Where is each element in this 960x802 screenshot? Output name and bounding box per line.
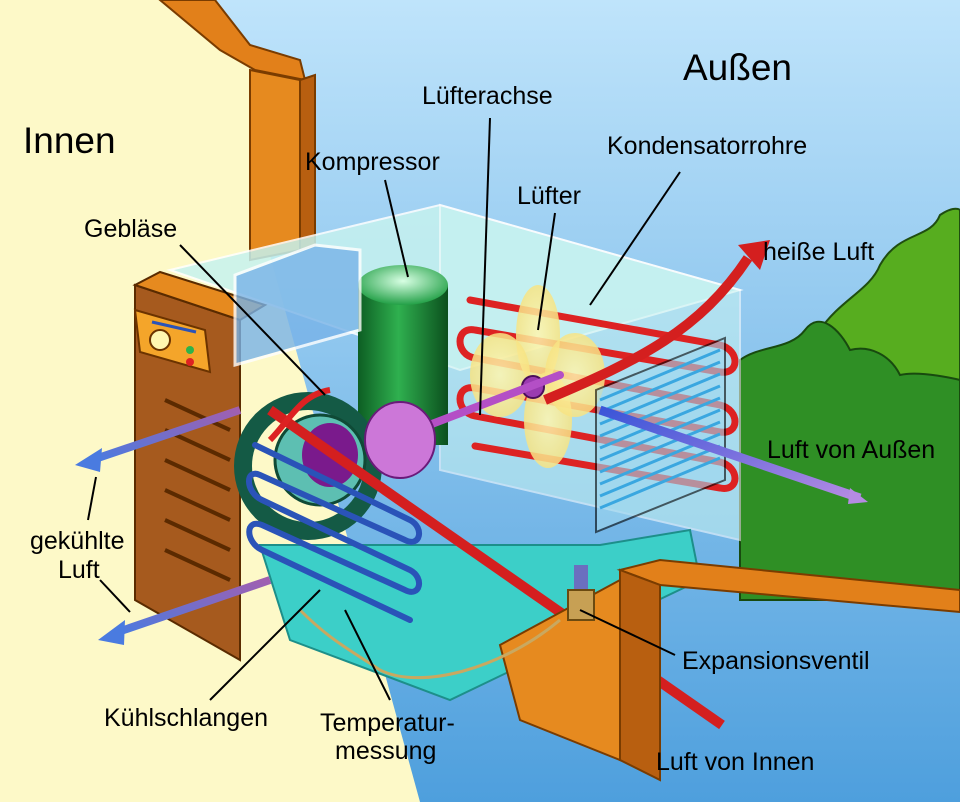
indicator-light-green <box>186 346 194 354</box>
cooling-coils <box>246 442 422 623</box>
labels: Innen Außen Lüfterachse Kompressor Konde… <box>23 47 935 776</box>
compressor-top <box>358 265 448 305</box>
label-temperatur: Temperatur- <box>320 709 455 737</box>
label-expansionsventil: Expansionsventil <box>682 647 870 675</box>
leader-luefter <box>537 212 556 331</box>
leader-gekuehlte-luft-1 <box>87 476 97 521</box>
leader-lines <box>87 117 681 701</box>
outside-air-arrow <box>598 405 868 504</box>
outer-sill <box>498 558 960 782</box>
leader-gekuehlte-luft-2 <box>99 579 131 613</box>
label-aussen: Außen <box>683 47 792 88</box>
cooled-air-arrows <box>75 406 272 645</box>
hot-air-arrow <box>543 240 770 405</box>
control-panel <box>133 308 212 374</box>
indoor-front-panel <box>132 270 268 662</box>
label-kompressor: Kompressor <box>305 148 440 176</box>
label-innen: Innen <box>23 120 116 161</box>
blower-motor-housing <box>364 401 436 479</box>
building-wall <box>0 0 316 802</box>
leader-geblaese <box>179 244 326 396</box>
label-kuehlschlangen: Kühlschlangen <box>104 704 268 732</box>
wall-edge-top <box>158 0 307 82</box>
leader-temperatur <box>344 609 391 701</box>
label-luft: Luft <box>58 556 100 584</box>
label-geblaese: Gebläse <box>84 215 177 243</box>
label-luft-von-aussen: Luft von Außen <box>767 436 935 464</box>
indicator-light-red <box>186 358 194 366</box>
label-kondensatorrohre: Kondensatorrohre <box>607 132 807 160</box>
label-luft-von-innen: Luft von Innen <box>656 748 814 776</box>
control-knob <box>149 329 171 351</box>
label-luefterachse: Lüfterachse <box>422 82 553 110</box>
wall-pillar <box>249 68 301 262</box>
foliage-near <box>739 320 960 601</box>
label-heisse-luft: heiße Luft <box>763 238 874 266</box>
leader-expansionsventil <box>579 609 676 656</box>
front-panel-vents <box>164 398 231 582</box>
wall-face <box>0 0 260 802</box>
leader-kondensator <box>589 171 681 306</box>
leader-kuehlschlangen <box>209 589 321 701</box>
label-gekuehlte: gekühlte <box>30 527 125 555</box>
leader-kompressor <box>384 179 409 278</box>
temperature-probe <box>298 608 561 680</box>
label-messung: messung <box>335 737 436 765</box>
label-luefter: Lüfter <box>517 182 581 210</box>
leader-luefterachse <box>479 117 491 416</box>
